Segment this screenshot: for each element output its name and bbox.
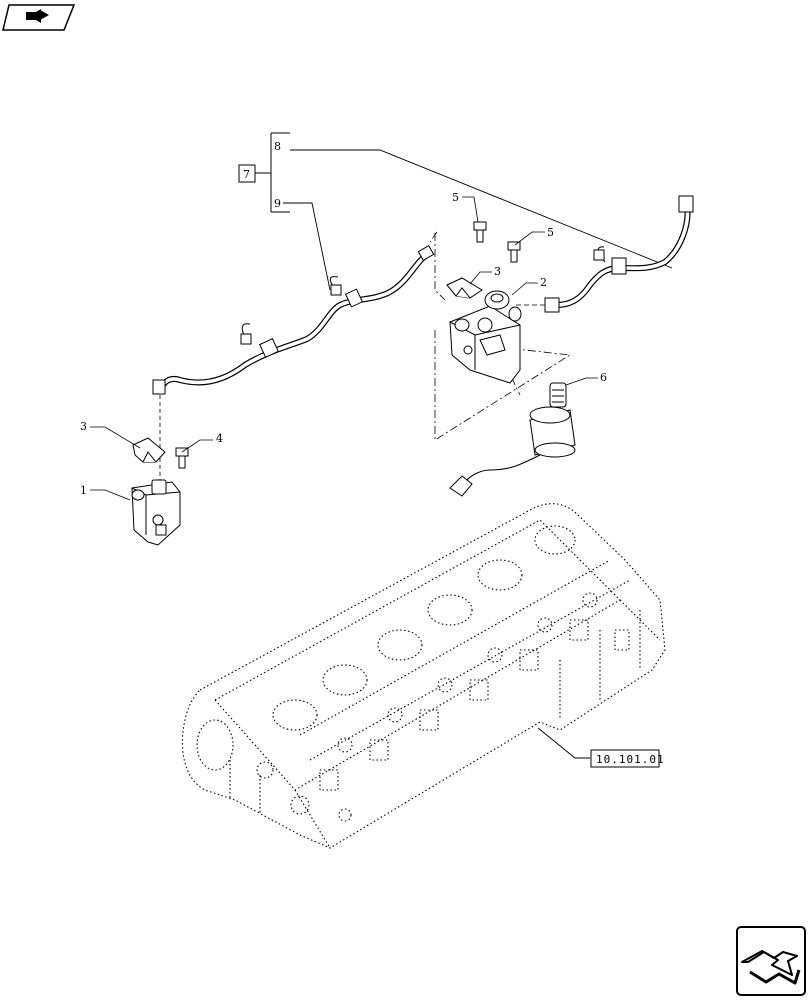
next-page-icon[interactable] — [736, 926, 806, 996]
callout-3-label-right: 3 — [494, 265, 501, 278]
reference-code-label: 10.101.01 — [596, 753, 665, 766]
clip-part-3-left — [132, 437, 166, 463]
previous-page-icon[interactable] — [2, 4, 76, 31]
pipe-9 — [152, 244, 435, 395]
callout-7-label: 7 — [243, 168, 250, 181]
callout-9-label: 9 — [274, 197, 281, 210]
bolt-part-5-b — [507, 241, 521, 263]
callout-7: 7 — [238, 132, 290, 213]
leader-9 — [283, 202, 331, 291]
bolt-part-4 — [175, 447, 189, 469]
valve-part-2 — [449, 290, 522, 384]
callout-4-label: 4 — [216, 432, 223, 445]
callout-8-label: 8 — [274, 140, 281, 153]
clip-part-3-right — [446, 277, 483, 299]
callout-1-label: 1 — [80, 484, 87, 497]
reference-engine-head: 10.101.01 — [537, 727, 665, 768]
engine-cylinder-head — [181, 503, 666, 849]
callout-5-label-a: 5 — [452, 191, 459, 204]
assembly-outline — [429, 231, 572, 441]
callout-5-label-b: 5 — [547, 226, 554, 239]
valve-part-1 — [131, 479, 181, 546]
bolt-part-5-a — [473, 221, 487, 243]
callout-2-label: 2 — [540, 276, 547, 289]
callout-3-label-left: 3 — [80, 420, 87, 433]
leader-8 — [290, 149, 673, 269]
pipe-8 — [544, 195, 694, 313]
callout-leaders — [90, 196, 598, 501]
solenoid-part-6 — [449, 382, 576, 497]
callout-6-label: 6 — [600, 371, 607, 384]
